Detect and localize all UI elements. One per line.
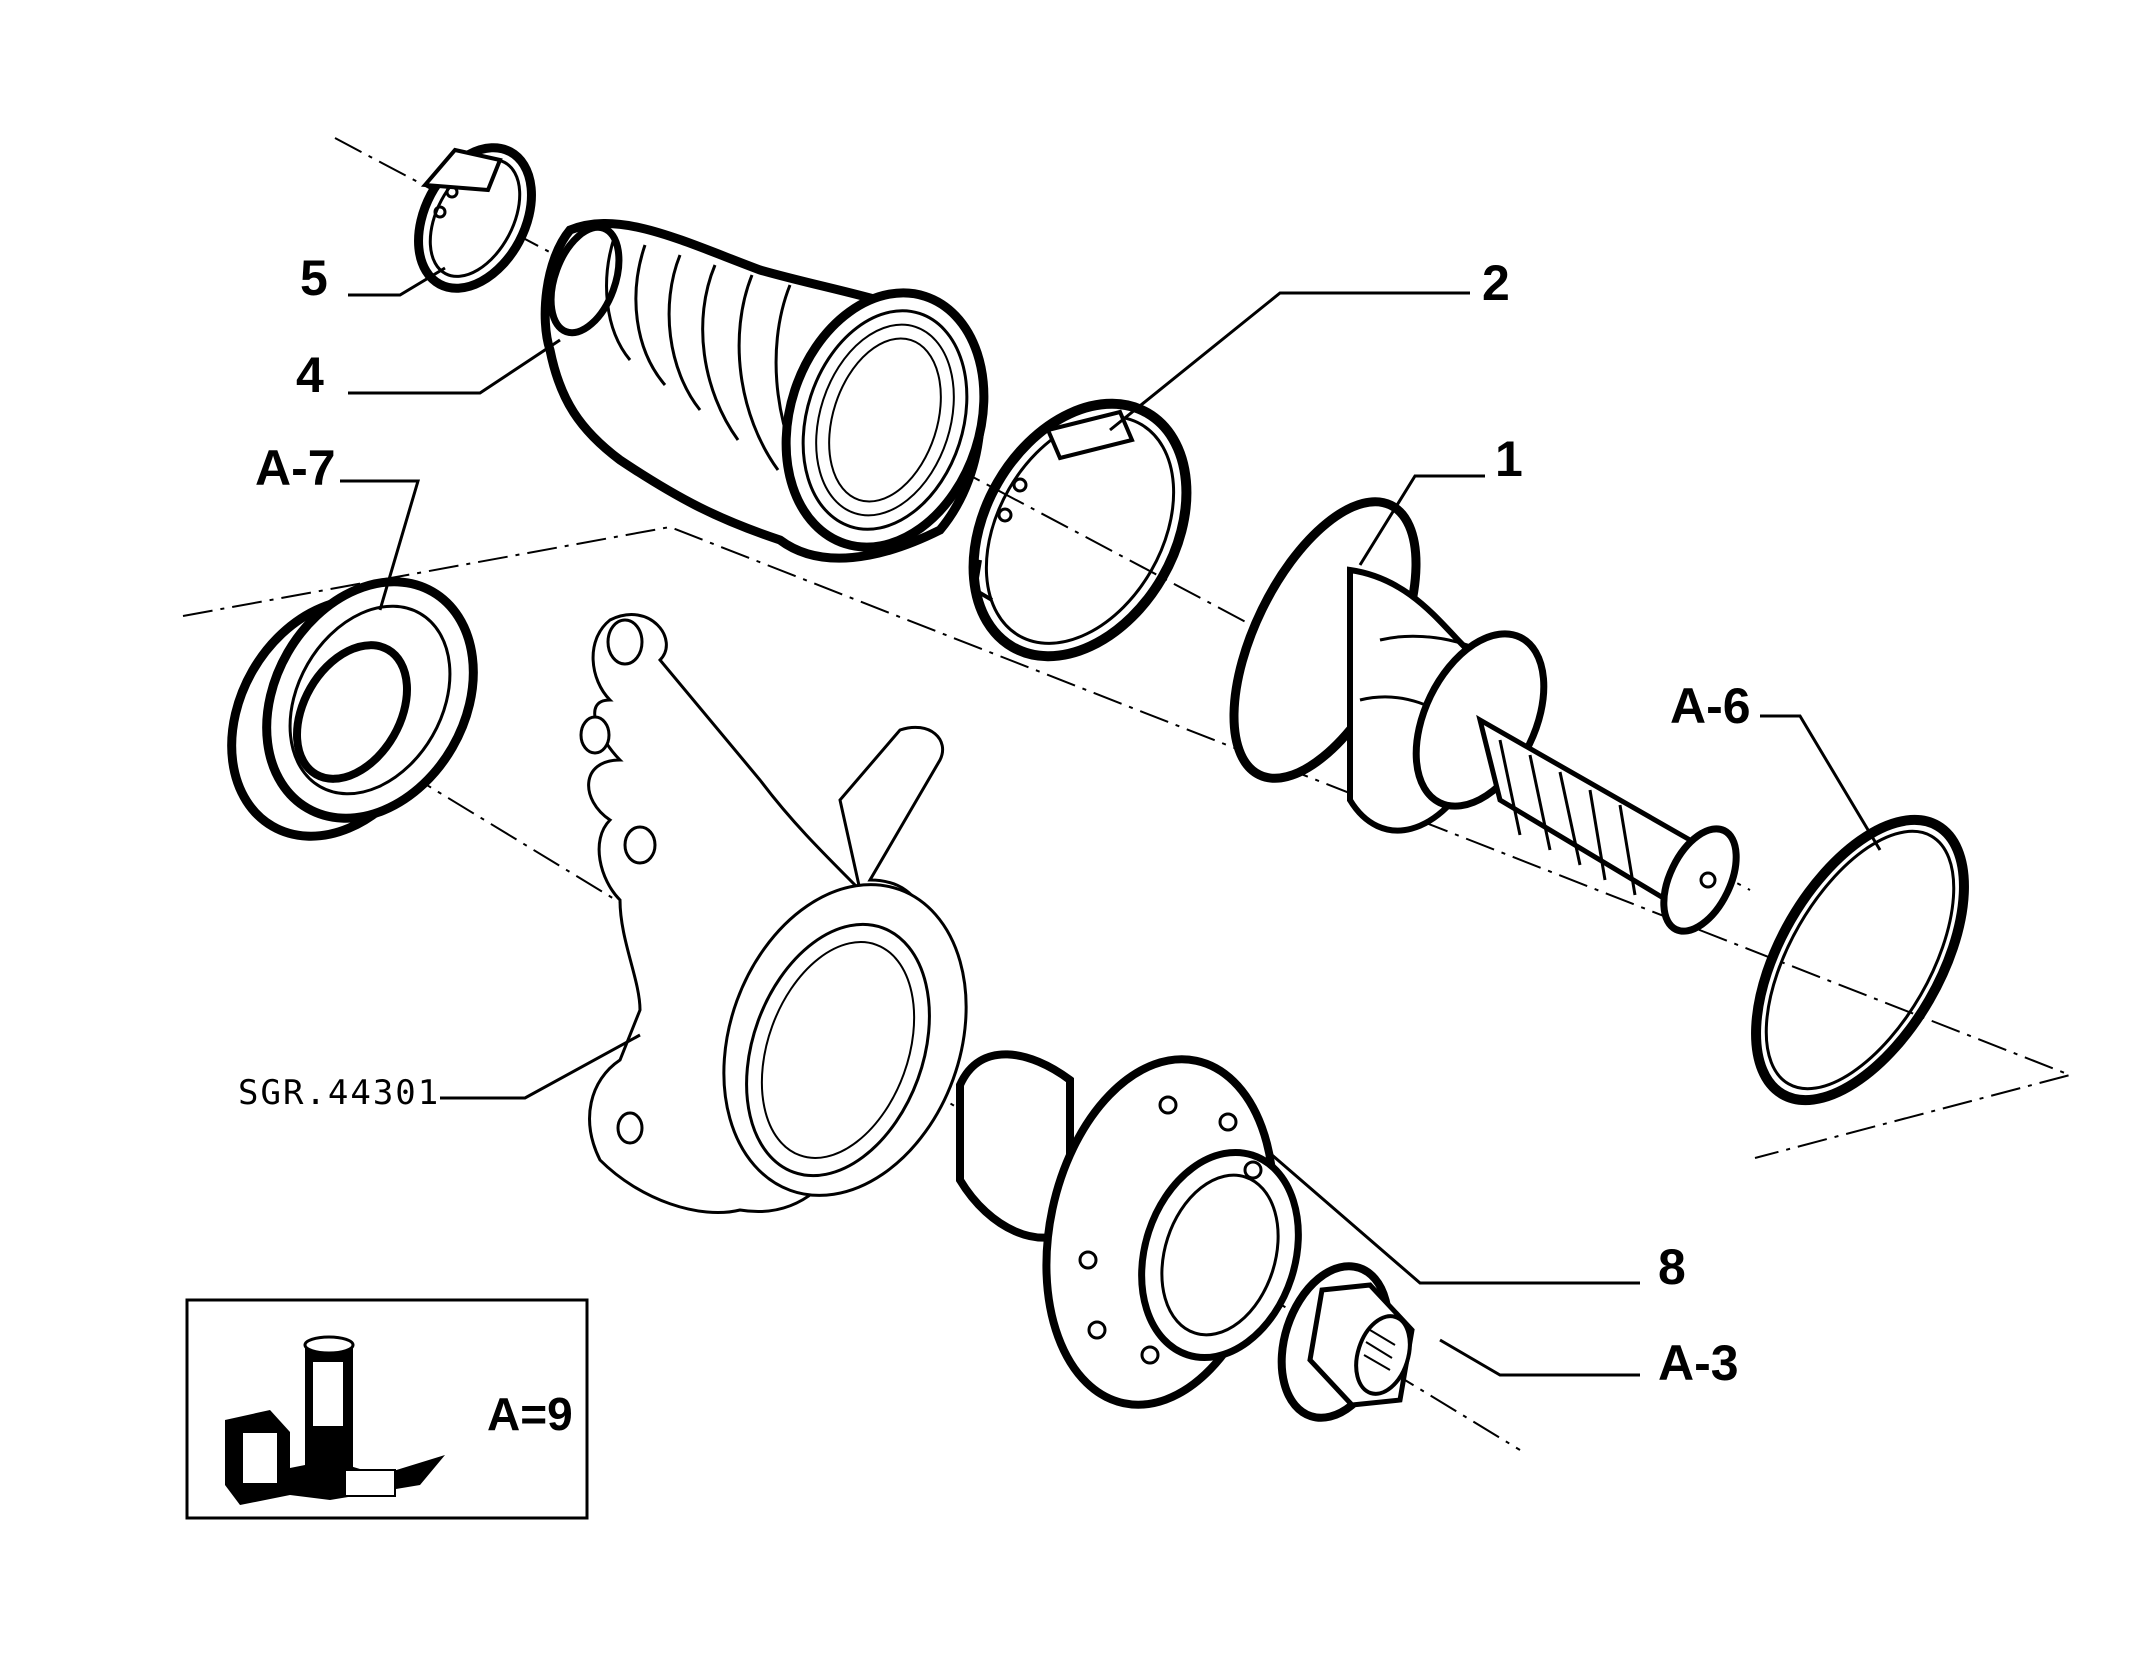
callout-a3: A-3 xyxy=(1658,1335,1739,1391)
part-5-small-clamp xyxy=(396,128,555,307)
leader-5 xyxy=(348,266,446,297)
callout-4: 4 xyxy=(296,347,324,403)
can-brand-label: Fiat xyxy=(313,1380,335,1415)
leader-lines xyxy=(340,266,1882,1377)
assembly-plane-outline xyxy=(182,525,2074,1159)
steering-knuckle xyxy=(581,615,1008,1230)
reference-code: SGR.44301 xyxy=(238,1073,440,1113)
part-a6-circlip xyxy=(1713,786,2007,1134)
part-4-cv-boot xyxy=(538,218,1016,573)
leader-a6 xyxy=(1760,714,1882,851)
legend-box: Fiat A=9 xyxy=(185,1298,589,1520)
legend-a-equals-9: A=9 xyxy=(487,1388,573,1440)
leader-1 xyxy=(1358,474,1485,566)
lubricant-products-icon: Fiat xyxy=(225,1335,445,1505)
part-1-outer-cv-joint xyxy=(1196,474,1751,942)
leader-a7 xyxy=(340,479,421,611)
callout-1: 1 xyxy=(1495,431,1523,487)
part-a7-bearing xyxy=(190,544,515,874)
leader-4 xyxy=(348,338,561,395)
callout-5: 5 xyxy=(300,250,328,306)
leader-2 xyxy=(1109,291,1470,432)
part-2-large-clamp xyxy=(930,366,1230,695)
leader-8 xyxy=(1271,1153,1640,1285)
part-8-wheel-hub xyxy=(960,1038,1324,1426)
leader-sgr xyxy=(440,1033,641,1100)
callout-2: 2 xyxy=(1482,255,1510,311)
callout-a7: A-7 xyxy=(255,440,336,496)
callout-8: 8 xyxy=(1658,1239,1686,1295)
callout-a6: A-6 xyxy=(1670,678,1751,734)
part-a3-hub-nut xyxy=(1263,1252,1419,1431)
leader-a3 xyxy=(1439,1338,1640,1377)
